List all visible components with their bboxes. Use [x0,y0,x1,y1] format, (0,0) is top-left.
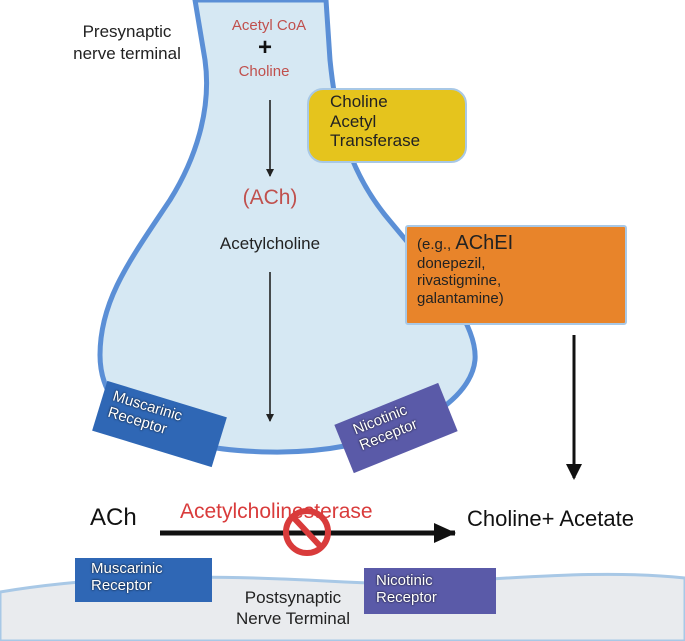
inhibition-icon [283,508,331,556]
ach-abbrev-label: (ACh) [242,186,298,209]
acetyl-coa-label: Acetyl CoA [231,17,307,34]
choline-acetyltransferase-box: Choline Acetyl Transferase [307,88,467,163]
postsynaptic-label-line1: Postsynaptic [244,588,342,607]
inhibitor-title-line: (e.g., AChEI [417,232,625,255]
post-muscarinic-line1: Muscarinic [91,560,163,577]
enzyme-line2: Acetyl [330,111,377,131]
postsynaptic-label-line2: Nerve Terminal [235,609,350,628]
enzyme-line1: Choline [330,92,388,111]
products-label: Choline+ Acetate [467,506,634,531]
post-nicotinic-receptor: Nicotinic Receptor [364,568,496,614]
inhibitor-drug-donepezil: donepezil, [417,255,486,272]
presynaptic-label-line2: nerve terminal [73,44,181,63]
ache-inhibitor-box: (e.g., AChEI donepezil, rivastigmine, ga… [405,225,627,325]
enzyme-line3: Transferase [330,131,421,151]
post-muscarinic-receptor: Muscarinic Receptor [75,558,212,602]
acetylcholinesterase-label: Acetylcholinesterase [180,500,373,523]
inhibitor-drug-rivastigmine: rivastigmine, [417,272,502,290]
post-muscarinic-line2: Receptor [91,577,152,595]
inhibitor-prefix: (e.g., [417,236,456,253]
acetylcholine-label: Acetylcholine [219,234,321,253]
choline-label: Choline [238,63,290,80]
post-nicotinic-line2: Receptor [376,589,437,607]
presynaptic-terminal [97,0,478,455]
inhibitor-title: AChEI [455,232,514,254]
inhibitor-drug-galantamine: galantamine) [417,289,504,307]
plus-sign: + [257,34,272,61]
post-nicotinic-line1: Nicotinic [376,572,433,589]
presynaptic-label-line1: Presynaptic [82,22,172,41]
ach-substrate-label: ACh [90,504,137,531]
